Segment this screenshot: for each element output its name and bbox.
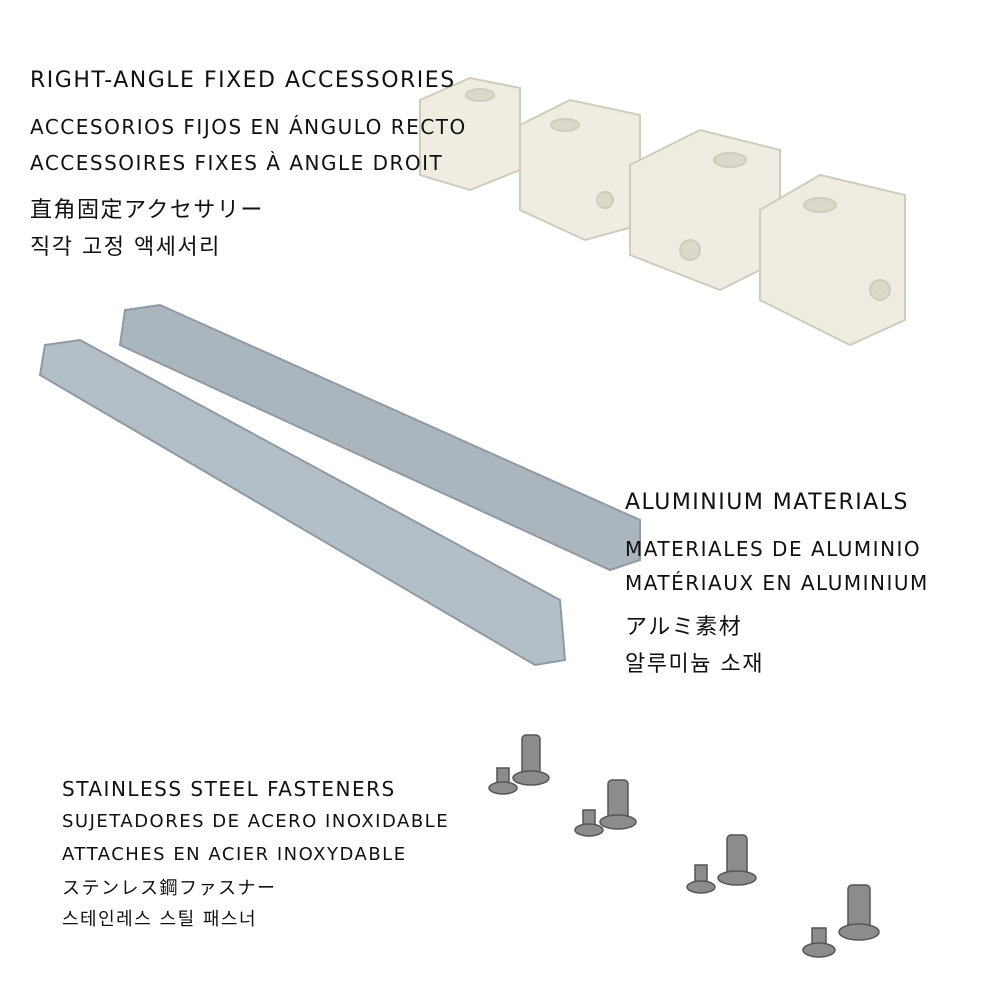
caption-ja: 直角固定アクセサリー bbox=[30, 198, 264, 223]
corner-connector bbox=[759, 173, 906, 347]
caption-ko: 알루미늄 소재 bbox=[625, 652, 764, 677]
caption-ko: 스테인레스 스틸 패스너 bbox=[62, 909, 258, 930]
caption-en: ALUMINIUM MATERIALS bbox=[625, 490, 910, 515]
corner-connector bbox=[629, 128, 781, 292]
aluminium-rail bbox=[118, 303, 641, 572]
fasteners bbox=[488, 734, 880, 958]
caption-es: SUJETADORES DE ACERO INOXIDABLE bbox=[62, 811, 450, 832]
caption-en: RIGHT-ANGLE FIXED ACCESSORIES bbox=[30, 68, 456, 93]
aluminium-rail bbox=[38, 338, 567, 667]
caption-fr: ACCESSOIRES FIXES À ANGLE DROIT bbox=[30, 151, 444, 175]
caption-en: STAINLESS STEEL FASTENERS bbox=[62, 777, 396, 801]
caption-ja: アルミ素材 bbox=[625, 615, 743, 640]
caption-es: MATERIALES DE ALUMINIO bbox=[625, 537, 922, 561]
caption-fr: ATTACHES EN ACIER INOXYDABLE bbox=[62, 844, 407, 865]
aluminium-rails bbox=[38, 303, 641, 667]
caption-fr: MATÉRIAUX EN ALUMINIUM bbox=[625, 571, 929, 595]
caption-ja: ステンレス鋼ファスナー bbox=[62, 878, 277, 899]
corner-connectors bbox=[419, 76, 906, 347]
caption-es: ACCESORIOS FIJOS EN ÁNGULO RECTO bbox=[30, 115, 467, 139]
corner-connector bbox=[519, 98, 641, 242]
caption-ko: 직각 고정 액세서리 bbox=[30, 235, 221, 260]
